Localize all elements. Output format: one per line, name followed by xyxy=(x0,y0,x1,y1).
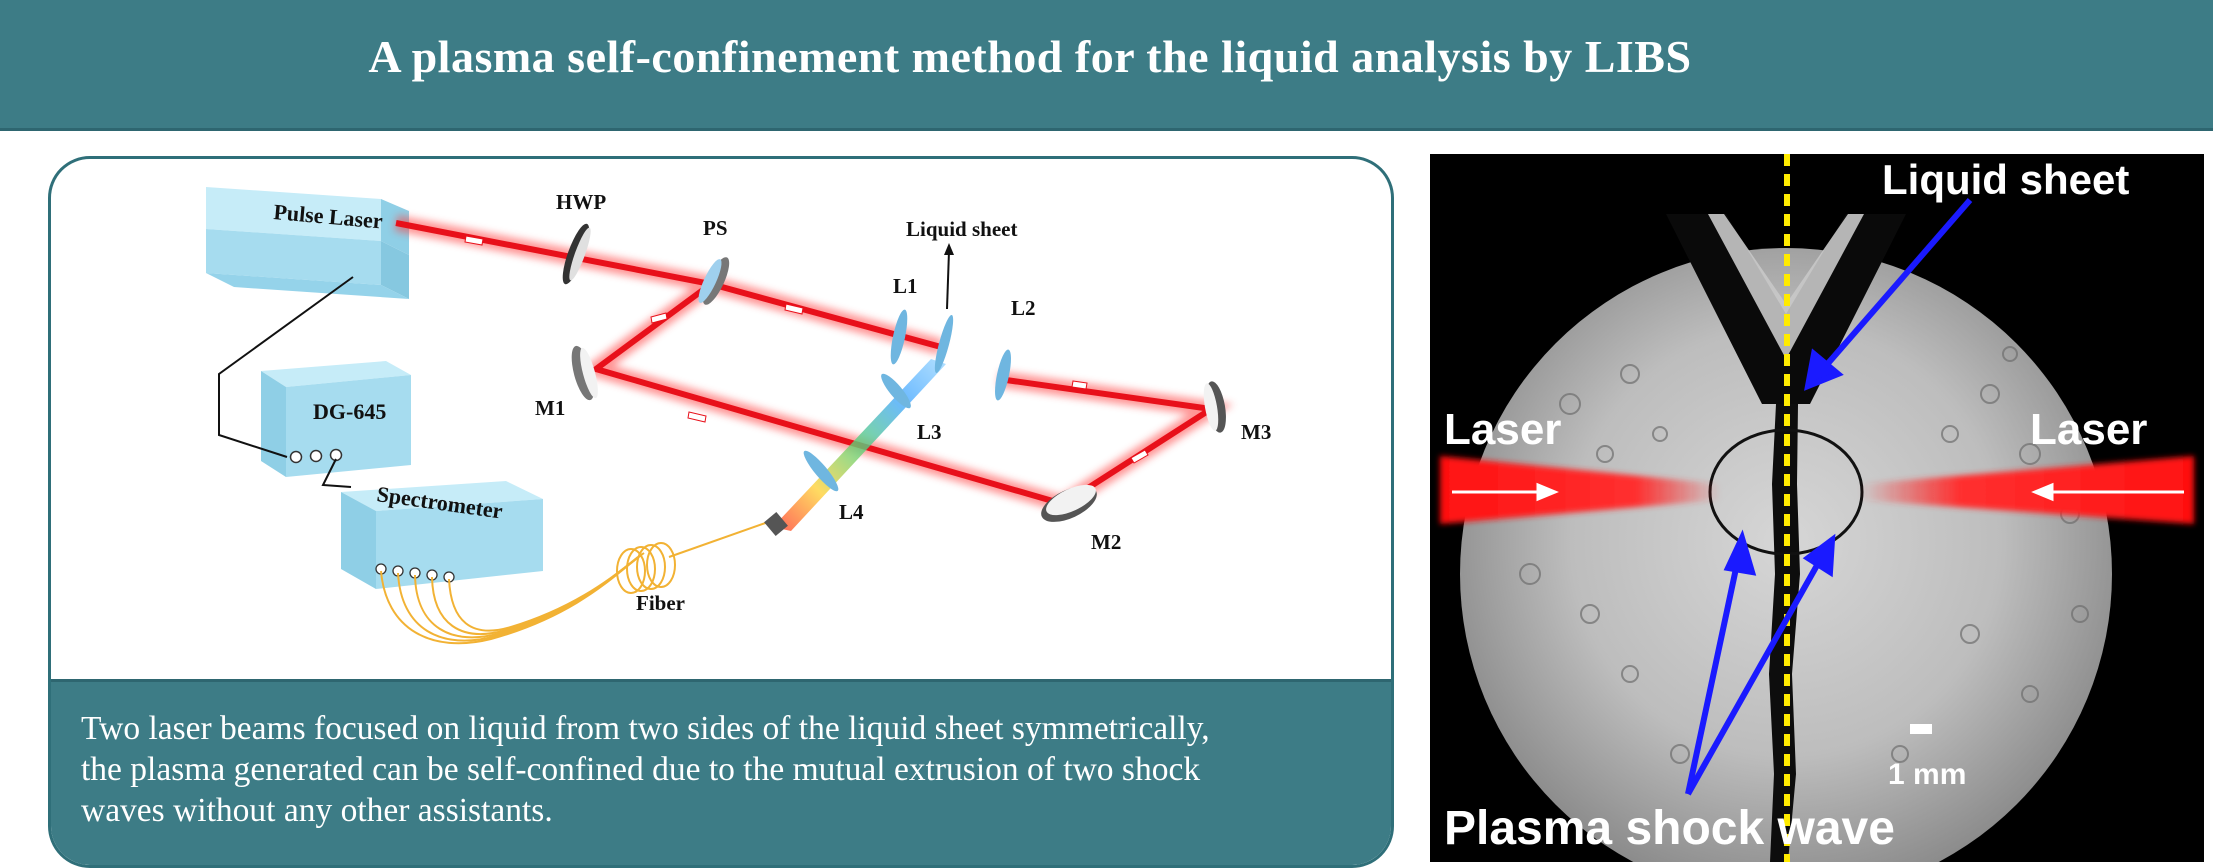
scale-bar xyxy=(1910,724,1932,734)
photo-laser-left-label: Laser xyxy=(1444,405,1561,454)
caption-line: waves without any other assistants. xyxy=(81,792,553,829)
blue-pointer-arrows xyxy=(1685,198,1973,796)
photo-liquid-sheet-label: Liquid sheet xyxy=(1882,156,2129,203)
setup-diagram: Pulse Laser DG-645 Spectrometer xyxy=(206,187,1271,645)
l4-label: L4 xyxy=(839,500,864,524)
mirror-m3 xyxy=(1203,381,1226,433)
m1-label: M1 xyxy=(535,396,565,420)
lens-l3 xyxy=(881,373,911,409)
caption-box: Two laser beams focused on liquid from t… xyxy=(51,679,1391,865)
lens-l1 xyxy=(890,309,908,365)
laser-beam-right xyxy=(1860,456,2194,524)
lens-l2 xyxy=(995,349,1011,401)
header-banner: A plasma self-confinement method for the… xyxy=(0,0,2213,131)
fiber-cable xyxy=(380,520,772,645)
caption-text: Two laser beams focused on liquid from t… xyxy=(81,708,1371,831)
setup-panel: Pulse Laser DG-645 Spectrometer xyxy=(48,156,1394,868)
pulse-laser-box: Pulse Laser xyxy=(206,187,409,299)
port-circle xyxy=(289,450,303,464)
fiber-coupler xyxy=(764,511,788,537)
m3-label: M3 xyxy=(1241,420,1271,444)
mirror-m2 xyxy=(1041,484,1097,522)
scale-bar-label: 1 mm xyxy=(1888,758,1966,791)
liquid-sheet-label: Liquid sheet xyxy=(906,217,1017,241)
port-circle xyxy=(309,449,323,463)
shadowgraph-photo: Liquid sheet Laser Laser 1 mm Plasma sho… xyxy=(1430,154,2204,862)
caption-line: the plasma generated can be self-confine… xyxy=(81,751,1201,788)
dg645-label: DG-645 xyxy=(313,399,386,424)
mirror-m1 xyxy=(571,345,598,401)
ps-label: PS xyxy=(703,216,728,240)
trigger-cables xyxy=(218,276,354,488)
laser-beams xyxy=(394,215,1234,513)
l3-label: L3 xyxy=(917,420,942,444)
spectrometer-box: Spectrometer xyxy=(341,481,543,589)
liquid-sheet xyxy=(934,243,954,374)
fiber-label: Fiber xyxy=(636,591,685,615)
hwp-label: HWP xyxy=(556,190,606,214)
hwp-optic xyxy=(562,223,591,285)
page-title: A plasma self-confinement method for the… xyxy=(368,31,1692,82)
ps-optic xyxy=(698,257,730,305)
lens-l4 xyxy=(803,450,839,492)
bubble-texture xyxy=(1519,346,2089,764)
nozzle-notch xyxy=(1666,214,1906,404)
m2-label: M2 xyxy=(1091,530,1121,554)
laser-beam-left xyxy=(1440,456,1720,524)
l1-label: L1 xyxy=(893,274,918,298)
photo-shock-wave-label: Plasma shock wave xyxy=(1444,802,1895,855)
l2-label: L2 xyxy=(1011,296,1036,320)
port-circle xyxy=(329,448,343,462)
liquid-stream xyxy=(1769,404,1800,862)
caption-line: Two laser beams focused on liquid from t… xyxy=(81,710,1210,747)
photo-laser-right-label: Laser xyxy=(2030,405,2147,454)
beam-arrows xyxy=(1452,482,2184,502)
